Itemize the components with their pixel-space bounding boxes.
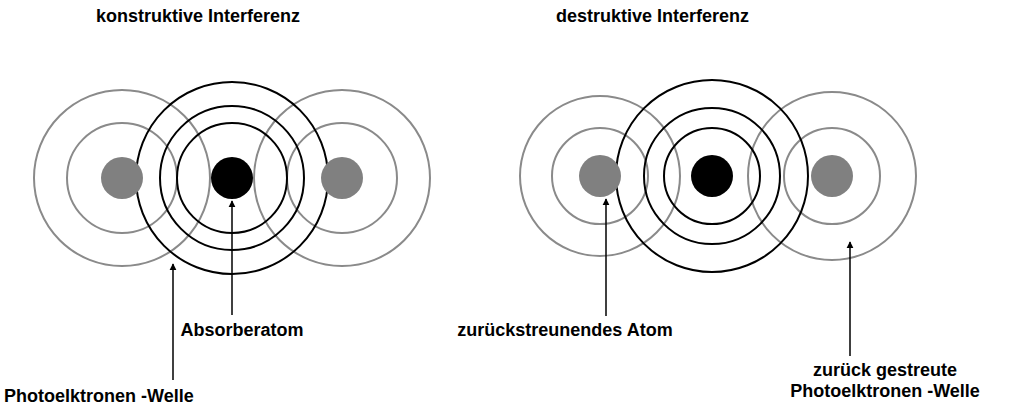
backscatter-atom: [101, 157, 143, 199]
scattered-wave: [784, 128, 880, 224]
scattered-wave: [34, 90, 210, 266]
leader-arrow: [605, 199, 607, 316]
backscatter-atom: [811, 155, 853, 197]
leader-arrow: [849, 242, 851, 356]
leader-arrow: [231, 201, 233, 315]
absorber-atom: [691, 155, 733, 197]
scattered-wave: [254, 90, 430, 266]
absorber-atom: [211, 157, 253, 199]
backscatter-atom: [321, 157, 363, 199]
scattered-wave: [520, 96, 680, 256]
part-label: Absorberatom: [142, 320, 342, 341]
part-label: zurückstreunendes Atom: [435, 320, 695, 341]
destructive-waves: [520, 80, 916, 272]
photoelectron-wave: [664, 128, 760, 224]
part-label: zurück gestreute Photoelktronen -Welle: [758, 360, 1012, 402]
part-label: Photoelktronen -Welle: [4, 386, 304, 407]
panel-heading: konstruktive Interferenz: [96, 6, 396, 27]
backscatter-atom: [579, 155, 621, 197]
panel-heading: destruktive Interferenz: [556, 6, 856, 27]
scattered-wave: [552, 128, 648, 224]
scattered-wave: [748, 92, 916, 260]
photoelectron-wave: [616, 80, 808, 272]
leader-arrow: [172, 264, 174, 380]
photoelectron-wave: [644, 108, 780, 244]
leader-arrows: [173, 199, 850, 380]
